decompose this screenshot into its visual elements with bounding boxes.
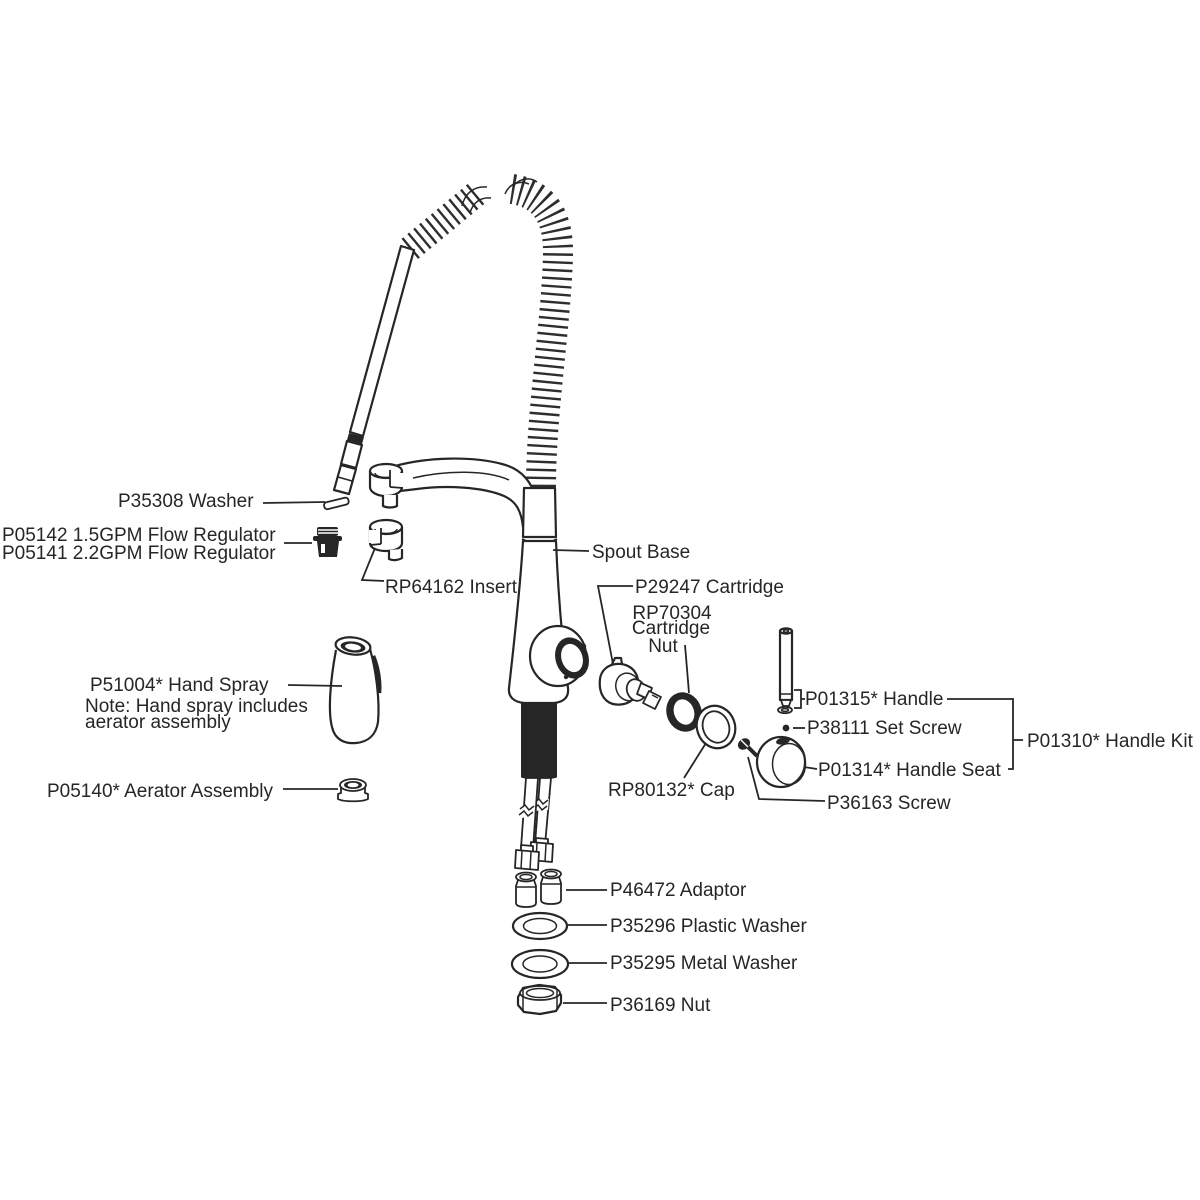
label-cartridge-nut-line1: RP70304 <box>632 603 712 624</box>
plastic-washer-part <box>511 911 569 941</box>
label-set-screw: P38111 Set Screw <box>807 718 962 739</box>
label-cartridge-nut-line2: Cartridge <box>632 618 710 639</box>
labels: P35308 Washer P05142 1.5GPM Flow Regulat… <box>2 491 1194 1016</box>
label-hand-spray-note2: aerator assembly <box>85 712 231 733</box>
flow-regulator-part <box>313 527 342 557</box>
label-cartridge: P29247 Cartridge <box>635 577 784 598</box>
handle-seat-part <box>755 735 807 789</box>
spray-hose-coil <box>397 174 574 488</box>
threaded-shank <box>521 703 557 780</box>
insert-clip <box>368 518 404 562</box>
label-flow-regulator-22: P05141 2.2GPM Flow Regulator <box>2 543 276 564</box>
set-screw-part <box>782 724 790 732</box>
handle-o-ring <box>777 705 793 715</box>
label-insert: RP64162 Insert <box>385 577 518 598</box>
spout-base <box>507 486 589 780</box>
label-aerator-assembly: P05140* Aerator Assembly <box>47 781 274 802</box>
washer-part <box>323 496 350 511</box>
label-cartridge-nut-line3: Nut <box>648 636 678 657</box>
label-metal-washer: P35295 Metal Washer <box>610 953 798 974</box>
cap-part <box>695 704 737 750</box>
supply-hoses <box>514 777 554 871</box>
handle-part <box>777 627 794 715</box>
label-spout-base: Spout Base <box>592 542 690 563</box>
label-plastic-washer: P35296 Plastic Washer <box>610 916 807 937</box>
label-washer: P35308 Washer <box>118 491 254 512</box>
spout <box>392 457 539 529</box>
metal-washer-part <box>510 948 570 980</box>
aerator-part <box>337 778 369 803</box>
spray-wand <box>332 244 416 496</box>
hand-spray-part <box>328 636 382 745</box>
adaptor-right <box>540 868 562 905</box>
label-screw: P36163 Screw <box>827 793 951 814</box>
label-handle-kit: P01310* Handle Kit <box>1027 731 1194 752</box>
label-handle-seat: P01314* Handle Seat <box>818 760 1001 781</box>
insert-clip-installed <box>368 462 404 509</box>
label-cap: RP80132* Cap <box>608 780 735 801</box>
label-hand-spray: P51004* Hand Spray <box>90 675 269 696</box>
screw-part <box>737 738 759 758</box>
label-nut: P36169 Nut <box>610 995 711 1016</box>
label-hand-spray-note1: Note: Hand spray includes <box>85 696 308 717</box>
label-adaptor: P46472 Adaptor <box>610 880 747 901</box>
adaptor-parts <box>515 868 562 908</box>
label-flow-regulator-15: P05142 1.5GPM Flow Regulator <box>2 525 276 546</box>
label-handle: P01315* Handle <box>805 689 943 710</box>
nut-part <box>516 983 563 1016</box>
leader-lines <box>262 501 1023 1004</box>
cartridge-part <box>598 656 662 710</box>
adaptor-left <box>515 871 537 908</box>
cartridge-nut-part <box>666 692 702 732</box>
